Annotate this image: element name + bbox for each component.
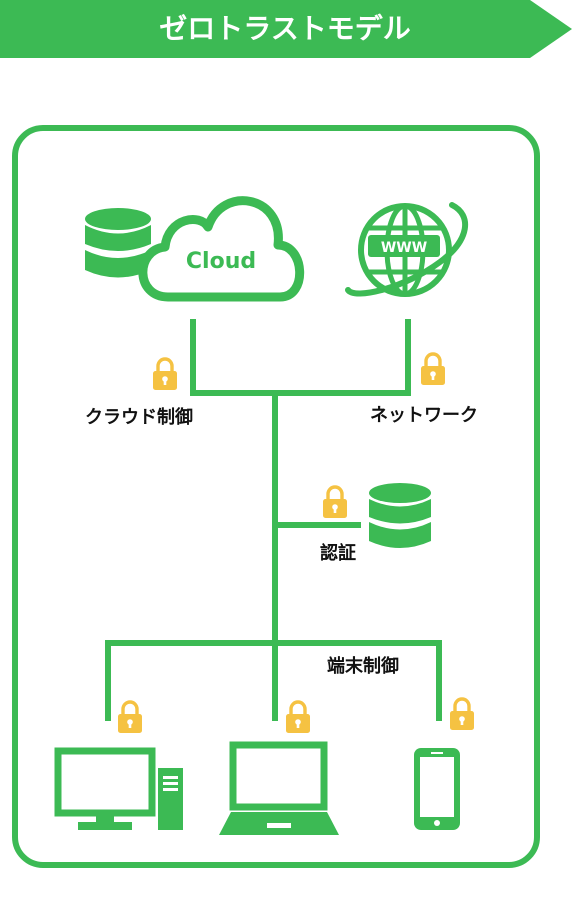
cloud-icon: Cloud [138,196,305,302]
banner-arrow [0,0,572,58]
auth-label: 認証 [320,542,356,564]
cloud-control-label: クラウド制御 [85,406,193,428]
network-lines [105,319,442,721]
cloud-label: Cloud [186,249,256,274]
smartphone-icon [414,748,460,830]
lock-icon [448,697,476,732]
model-frame [12,125,540,868]
device-control-label: 端末制御 [327,655,399,677]
www-label: WWW [381,240,427,256]
lock-icon [419,352,447,387]
laptop-icon [219,741,339,835]
globe-icon: WWW [345,202,469,297]
lock-icon [284,700,312,735]
lock-icon [116,700,144,735]
banner-title: ゼロトラストモデル [159,12,410,45]
database-icon [85,208,151,278]
network-label: ネットワーク [370,405,478,426]
auth-database-icon [369,483,431,548]
lock-icon [321,485,349,520]
title-banner: ゼロトラストモデル [0,0,572,58]
desktop-icon [54,747,183,830]
lock-icon [151,357,179,392]
